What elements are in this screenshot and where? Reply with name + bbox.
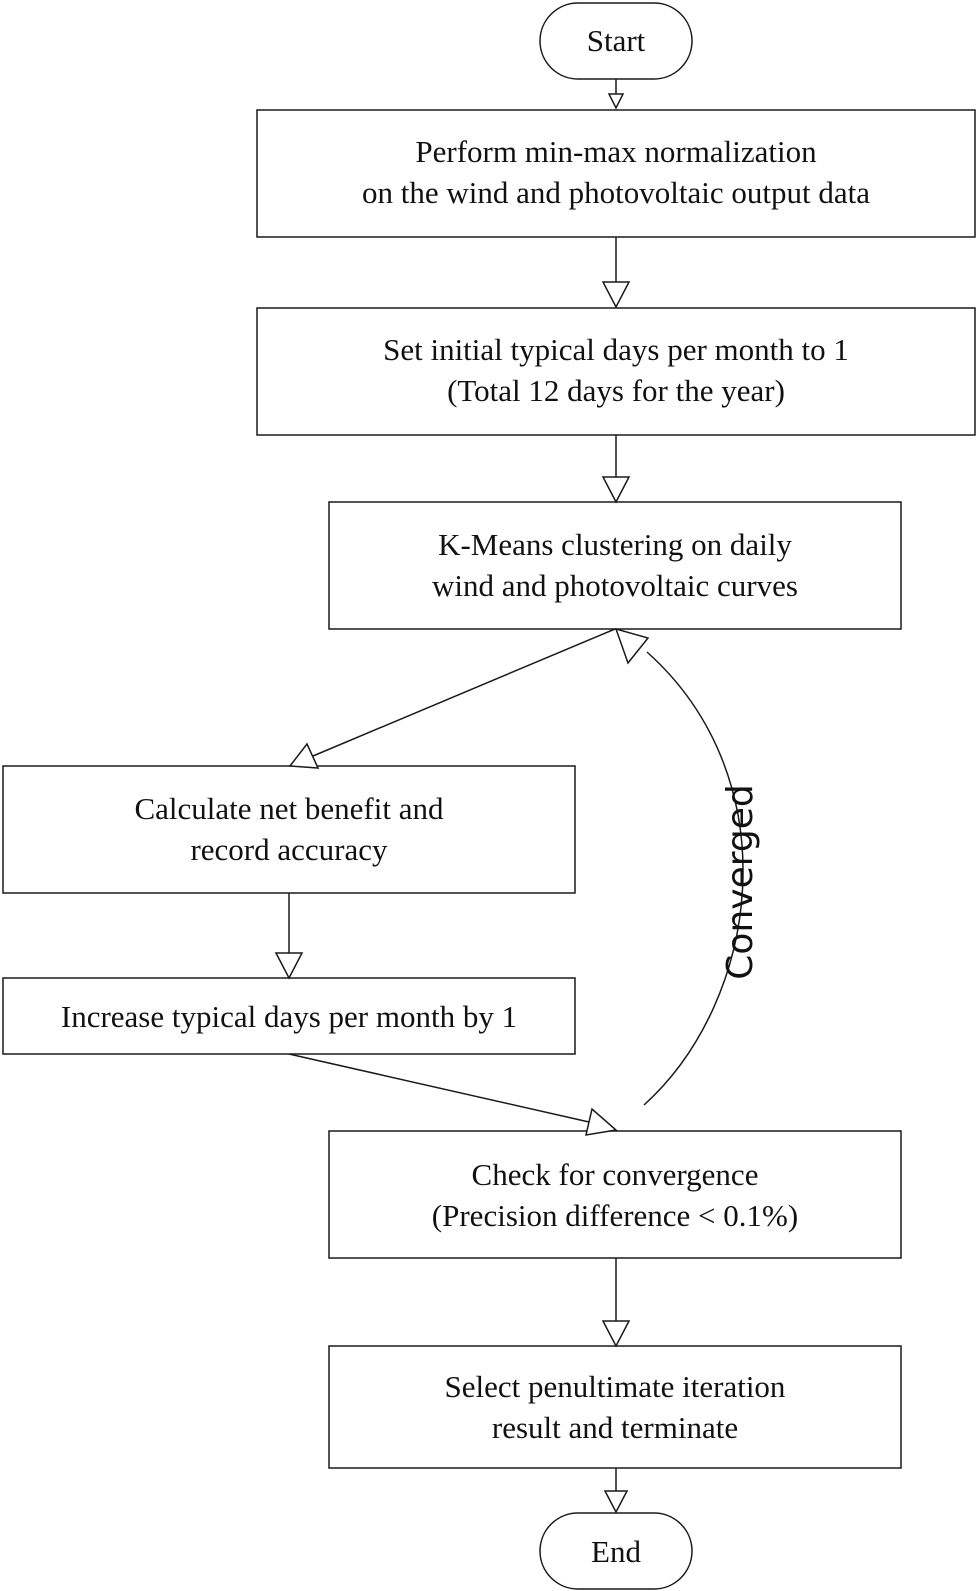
node-start-label: Start bbox=[587, 23, 646, 58]
arrowhead-icon bbox=[288, 742, 320, 769]
edge-select-result-to-end bbox=[603, 1468, 629, 1514]
node-init-days-line-2: (Total 12 days for the year) bbox=[447, 373, 785, 408]
node-start: Start bbox=[539, 2, 693, 80]
arrowhead-icon bbox=[601, 1320, 631, 1348]
node-select-result: Select penultimate iteration result and … bbox=[328, 1345, 902, 1469]
node-kmeans: K-Means clustering on daily wind and pho… bbox=[328, 501, 902, 630]
node-increase-days-label: Increase typical days per month by 1 bbox=[61, 999, 517, 1034]
node-select-result-line-1: Select penultimate iteration bbox=[445, 1369, 786, 1404]
arrowhead-icon bbox=[614, 627, 650, 665]
edge-check-to-select-result bbox=[601, 1258, 631, 1348]
edge-start-to-normalize bbox=[607, 79, 625, 110]
edge-net-benefit-to-increase-days bbox=[274, 893, 304, 980]
edge-kmeans-to-net-benefit bbox=[288, 628, 616, 769]
node-check-convergence-line-1: Check for convergence bbox=[472, 1157, 759, 1192]
node-init-days: Set initial typical days per month to 1 … bbox=[256, 307, 976, 436]
arrowhead-icon bbox=[607, 93, 625, 110]
edge-label-converged: Converged bbox=[720, 784, 761, 979]
node-select-result-line-2: result and terminate bbox=[492, 1410, 738, 1445]
edge-check-to-kmeans-converged: Converged bbox=[614, 627, 761, 1106]
node-net-benefit: Calculate net benefit and record accurac… bbox=[2, 765, 576, 894]
arrowhead-icon bbox=[274, 952, 304, 980]
node-net-benefit-line-1: Calculate net benefit and bbox=[134, 791, 444, 826]
node-kmeans-line-1: K-Means clustering on daily bbox=[438, 527, 792, 562]
node-normalize-line-2: on the wind and photovoltaic output data bbox=[362, 175, 870, 210]
node-end: End bbox=[539, 1512, 693, 1590]
node-normalize: Perform min-max normalization on the win… bbox=[256, 109, 976, 238]
arrowhead-icon bbox=[585, 1107, 618, 1136]
node-increase-days: Increase typical days per month by 1 bbox=[2, 977, 576, 1055]
node-init-days-line-1: Set initial typical days per month to 1 bbox=[383, 332, 849, 367]
node-kmeans-line-2: wind and photovoltaic curves bbox=[432, 568, 798, 603]
arrowhead-icon bbox=[603, 1490, 629, 1514]
edge-init-days-to-kmeans bbox=[601, 435, 631, 504]
edge-normalize-to-init-days bbox=[601, 237, 631, 309]
edge-increase-days-to-check bbox=[288, 1053, 618, 1136]
arrowhead-icon bbox=[601, 476, 631, 504]
node-normalize-line-1: Perform min-max normalization bbox=[415, 134, 817, 169]
arrowhead-icon bbox=[601, 281, 631, 309]
node-end-label: End bbox=[591, 1534, 641, 1569]
node-net-benefit-line-2: record accuracy bbox=[190, 832, 388, 867]
node-check-convergence-line-2: (Precision difference < 0.1%) bbox=[432, 1198, 798, 1233]
node-check-convergence: Check for convergence (Precision differe… bbox=[328, 1130, 902, 1259]
